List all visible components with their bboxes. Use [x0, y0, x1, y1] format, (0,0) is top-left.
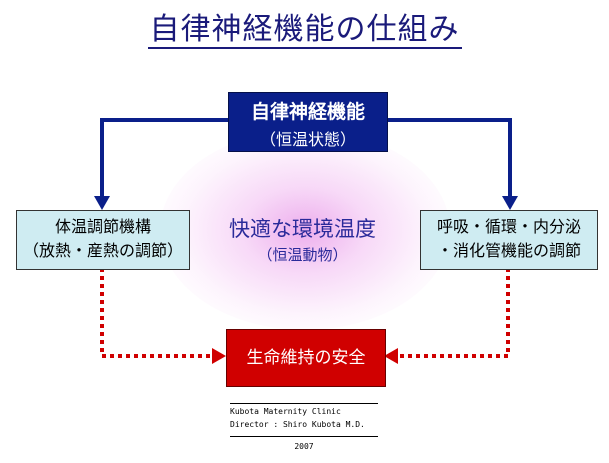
credit-year: 2007	[294, 442, 314, 451]
thermoregulation-box: 体温調節機構 （放熱・産熱の調節）	[16, 210, 190, 270]
credit-rule-bottom	[230, 436, 378, 437]
center-sublabel: （恒温動物）	[257, 246, 348, 264]
credit-director: Director : Shiro Kubota M.D.	[230, 420, 365, 429]
left-box-label: 体温調節機構	[54, 217, 151, 236]
arrowhead-bottom-left	[212, 348, 226, 364]
dotted-right-to-bottom	[396, 268, 510, 358]
arrowhead-right	[502, 196, 518, 210]
credit-clinic: Kubota Maternity Clinic	[230, 407, 341, 416]
right-box-sublabel: ・消化管機能の調節	[436, 241, 581, 260]
top-box-sublabel: （恒温状態）	[259, 130, 356, 149]
arrowhead-bottom-right	[384, 348, 398, 364]
top-box-label: 自律神経機能	[250, 101, 365, 123]
arrowhead-left	[94, 196, 110, 210]
dotted-left-to-bottom	[100, 268, 214, 358]
credit-rule-top	[230, 403, 378, 404]
bottom-box-label: 生命維持の安全	[246, 348, 366, 368]
arrow-top-to-right	[386, 118, 512, 200]
center-label: 快適な環境温度	[229, 217, 376, 241]
right-box-label: 呼吸・循環・内分泌	[436, 217, 581, 236]
page-title: 自律神経機能の仕組み	[147, 12, 462, 49]
arrow-top-to-left	[100, 118, 228, 200]
center-glow	[160, 130, 450, 330]
organ-regulation-box: 呼吸・循環・内分泌 ・消化管機能の調節	[420, 210, 598, 270]
autonomic-function-box: 自律神経機能 （恒温状態）	[228, 92, 388, 152]
left-box-sublabel: （放熱・産熱の調節）	[22, 241, 183, 260]
life-support-box: 生命維持の安全	[226, 329, 386, 387]
